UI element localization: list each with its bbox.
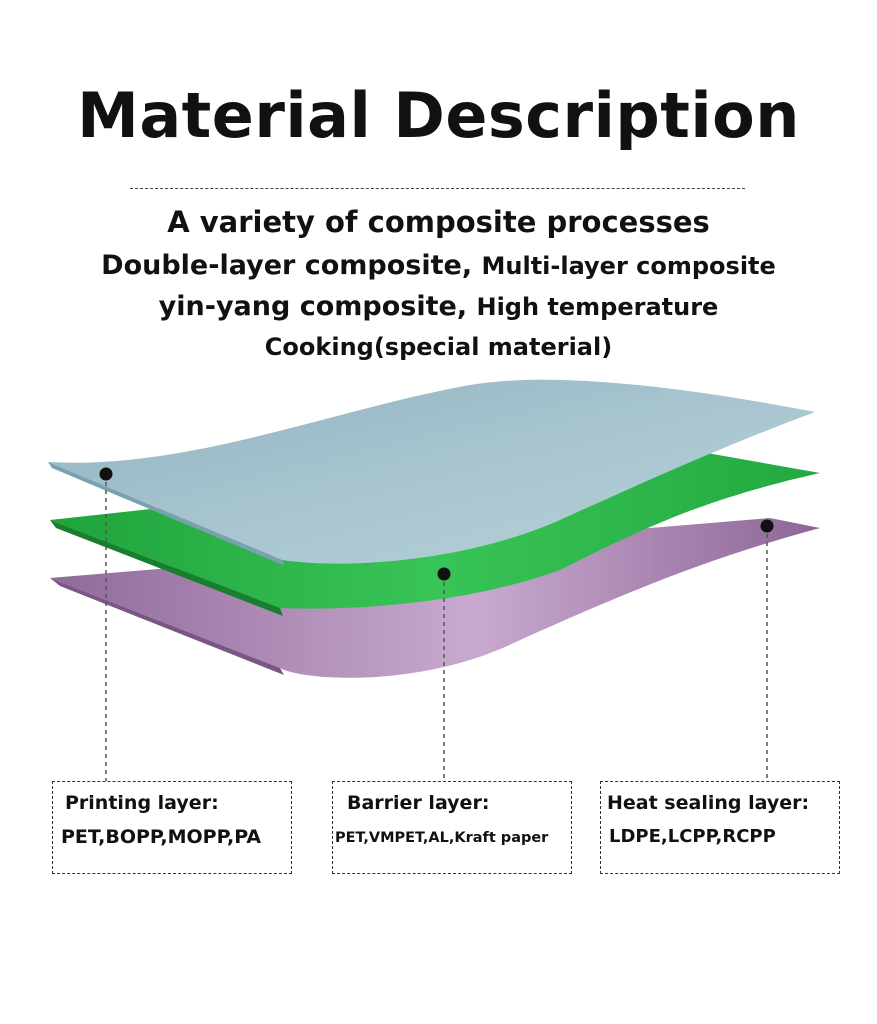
printing-dot (99, 467, 113, 481)
subtitle-line-3: yin-yang composite, High temperature (0, 287, 877, 327)
barrier-layer-materials: PET,VMPET,AL,Kraft paper (335, 830, 549, 846)
subtitle-double-layer: Double-layer composite, (101, 250, 473, 281)
subtitle-multi-layer: Multi-layer composite (481, 252, 776, 280)
subtitle-high-temperature: High temperature (476, 293, 719, 321)
heat-sealing-layer-materials: LDPE,LCPP,RCPP (609, 826, 776, 847)
subtitle-line-4: Cooking(special material) (264, 333, 613, 361)
page-title: Material Description (77, 79, 800, 152)
printing-layer-edge (48, 462, 285, 566)
barrier-dot (437, 567, 451, 581)
leader-lines (105, 474, 768, 781)
subtitle-line-2: Double-layer composite, Multi-layer comp… (0, 246, 877, 286)
printing-layer-box: Printing layer: PET,BOPP,MOPP,PA (52, 781, 292, 874)
barrier-layer-name: Barrier layer: (347, 792, 490, 814)
printing-layer-sheet (48, 379, 815, 564)
subtitle-yin-yang: yin-yang composite, (158, 291, 468, 322)
heat-sealing-layer-box: Heat sealing layer: LDPE,LCPP,RCPP (600, 781, 840, 874)
barrier-layer-box: Barrier layer: PET,VMPET,AL,Kraft paper (332, 781, 572, 874)
heat-sealing-layer-name: Heat sealing layer: (607, 792, 810, 814)
title-divider (130, 188, 745, 189)
barrier-layer-edge (50, 520, 283, 616)
printing-layer-materials: PET,BOPP,MOPP,PA (61, 826, 262, 848)
printing-layer-name: Printing layer: (65, 792, 219, 814)
heat-sealing-layer-edge (50, 578, 284, 675)
subtitle-line-1: A variety of composite processes (167, 205, 710, 239)
heat-sealing-dot (760, 519, 774, 533)
